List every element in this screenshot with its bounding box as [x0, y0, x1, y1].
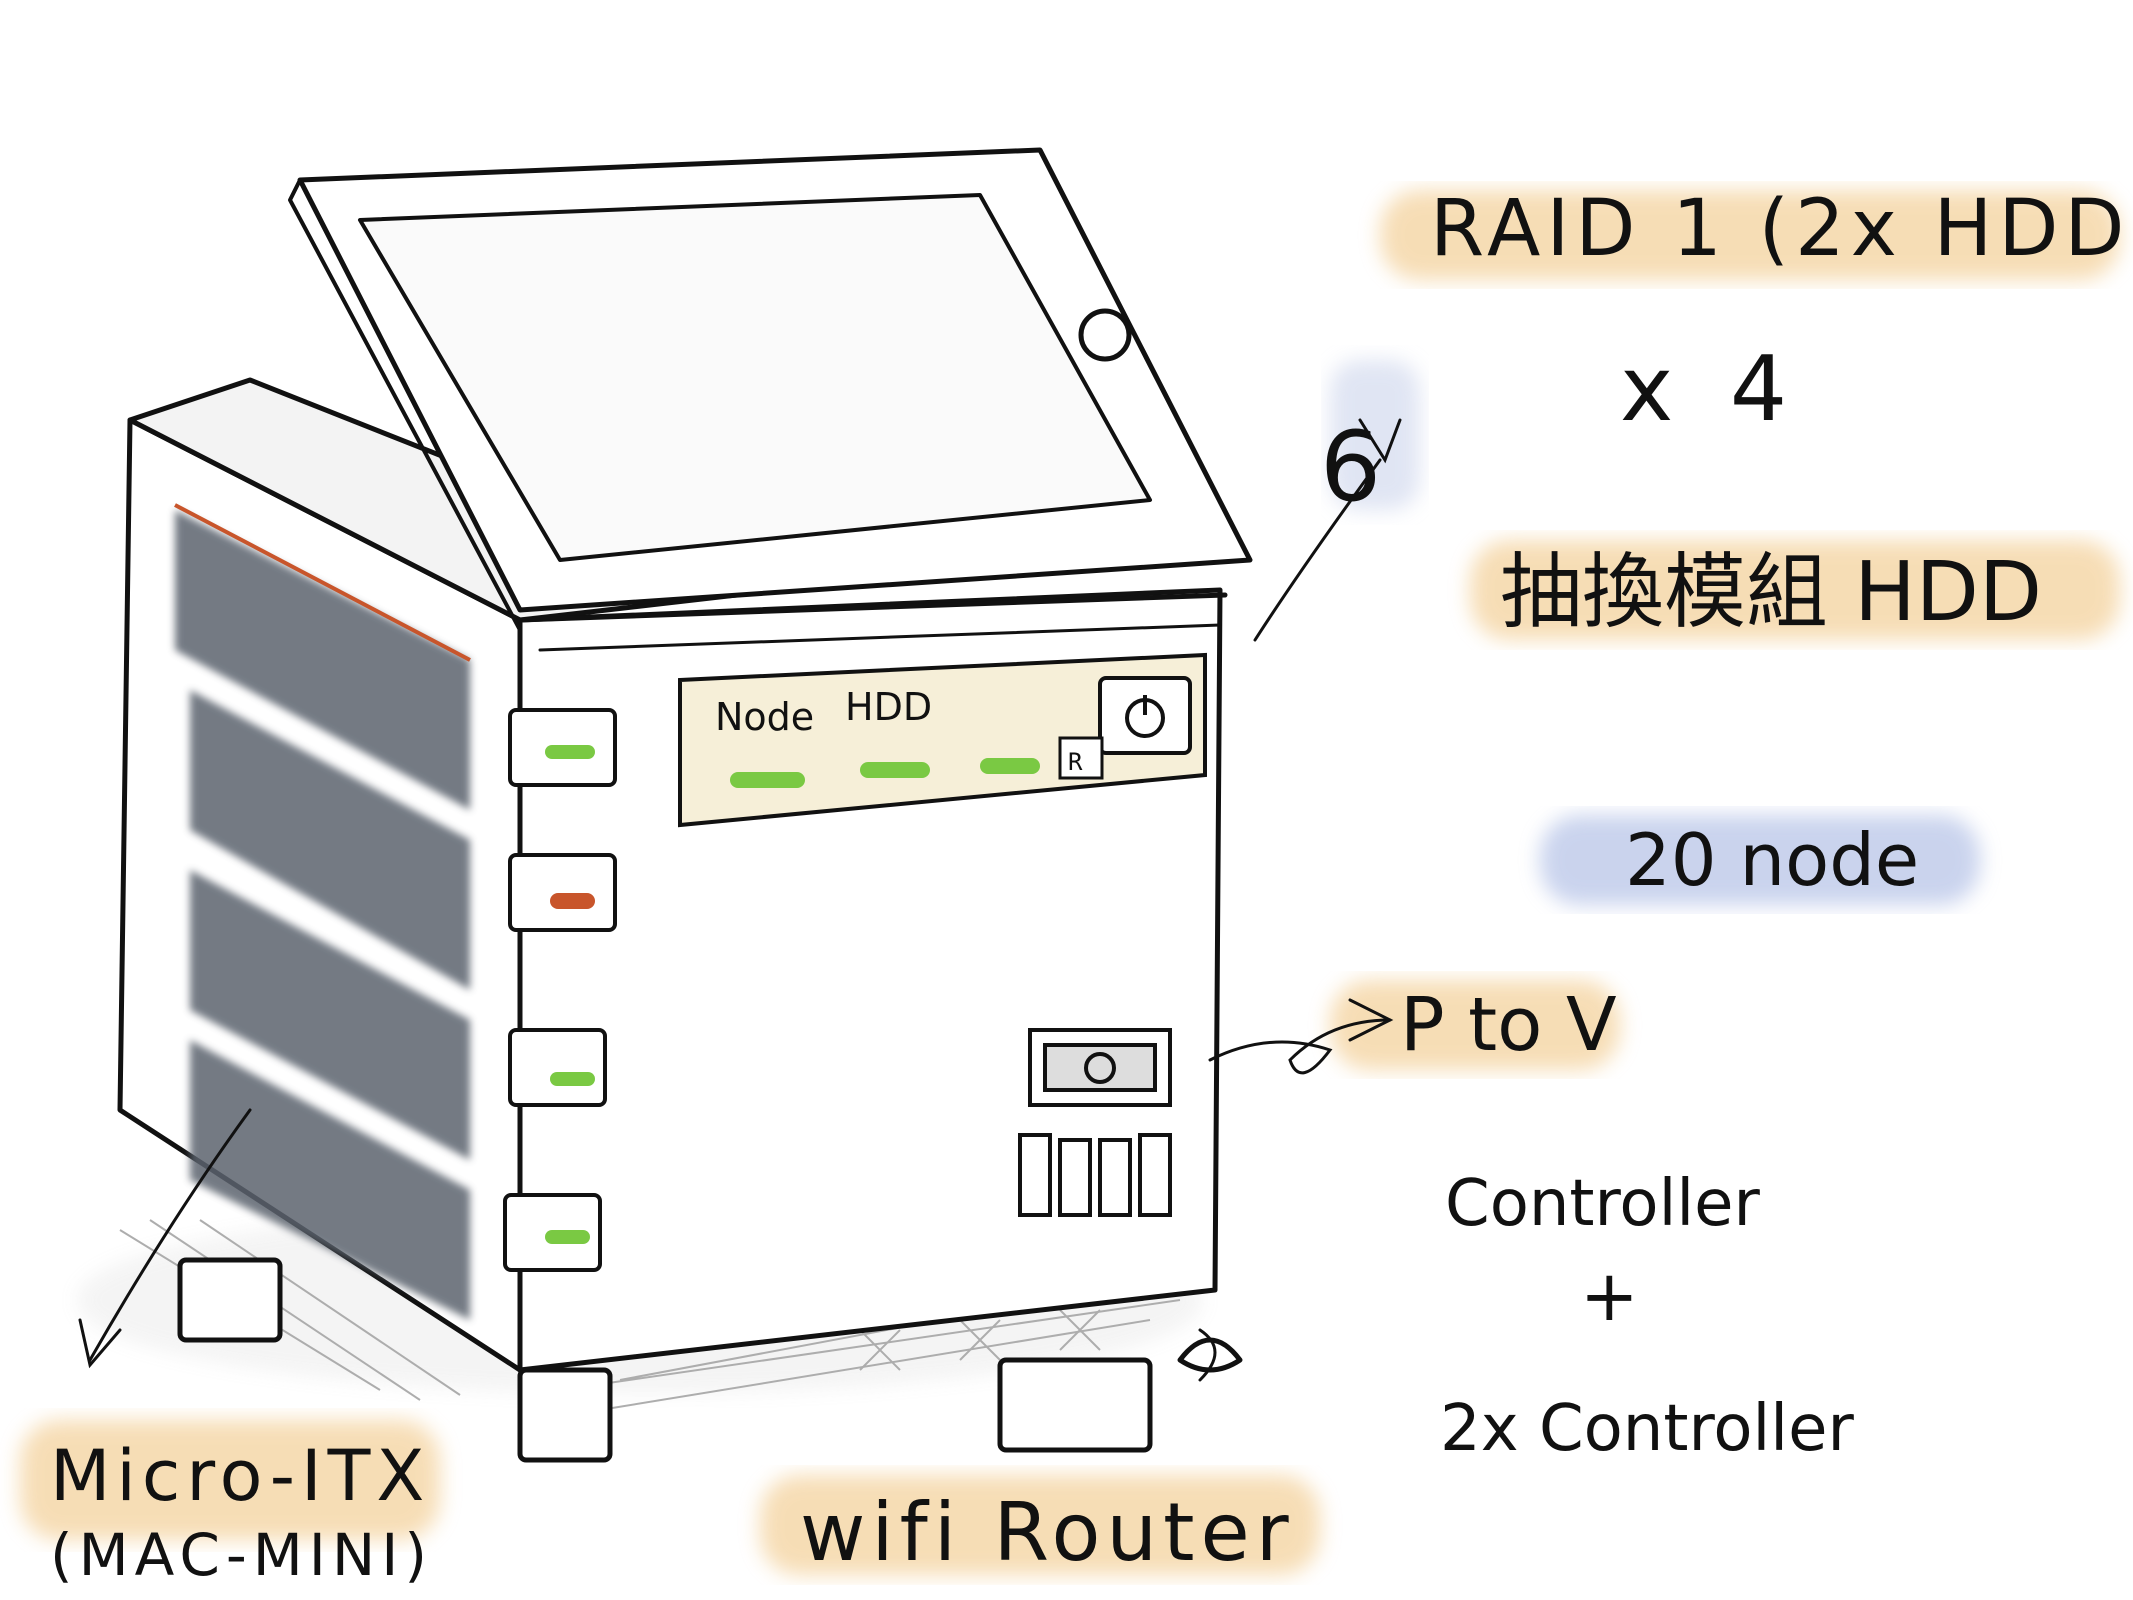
reset-button[interactable]	[1058, 736, 1104, 780]
arrow-tablet	[1253, 458, 1382, 642]
node-led-icon	[730, 772, 805, 788]
label-highlights	[20, 190, 2120, 1575]
p2v-highlight	[1330, 980, 1620, 1070]
arrow-p2v	[1208, 1018, 1392, 1075]
panel-node-label: Node	[715, 695, 814, 739]
micro-highlight	[20, 1420, 440, 1540]
hdd-led-icon	[860, 762, 930, 778]
nodes-highlight	[1540, 815, 1980, 905]
arrow-number-label: 6	[1320, 411, 1381, 523]
power-button[interactable]	[1098, 676, 1192, 755]
bay-led-icon	[545, 1230, 590, 1244]
front-ports	[1018, 1028, 1172, 1217]
wifi-highlight	[760, 1475, 1320, 1575]
drive-bay	[174, 503, 471, 810]
tablet-home-button	[1078, 308, 1132, 362]
arrow-micro	[88, 1108, 252, 1362]
bay-led-icon	[545, 745, 595, 759]
tablet-display	[288, 147, 1253, 631]
raid-label: RAID 1 (2x HDD)	[1430, 184, 2133, 274]
dual-controller-label: 2x Controller	[1440, 1392, 1854, 1466]
disk-icon	[1084, 1052, 1116, 1084]
module-hdd-label: 抽換模組 HDD	[1500, 545, 2042, 640]
times-four-label: x 4	[1620, 337, 1801, 442]
vent-grille	[1018, 1133, 1172, 1217]
reset-icon: R	[1068, 748, 1083, 776]
nodes-label: 20 node	[1625, 818, 1919, 902]
arrow-highlight	[1330, 360, 1420, 510]
bay-led-icon	[550, 1072, 595, 1086]
micro-itx-label: Micro-ITX	[50, 1435, 430, 1517]
drive-bay	[190, 870, 470, 1160]
bay-handle	[508, 853, 617, 932]
status-panel: R Node HDD	[678, 652, 1207, 828]
plus-label: +	[1580, 1255, 1639, 1337]
p2v-label: P to V	[1400, 982, 1617, 1068]
bay-handle	[508, 1028, 607, 1107]
panel-hdd-label: HDD	[845, 685, 932, 729]
raid-highlight	[1380, 190, 2120, 280]
mac-mini-label: (MAC-MINI)	[50, 1521, 433, 1589]
controller-label: Controller	[1445, 1167, 1761, 1241]
drive-bay	[190, 690, 470, 990]
module-highlight	[1470, 540, 2120, 640]
annotation-arrows	[78, 418, 1402, 1382]
arrow-wifi	[1198, 1328, 1217, 1382]
status-led-icon	[980, 758, 1040, 774]
wifi-router-label: wifi Router	[800, 1486, 1295, 1579]
drive-bay	[190, 1040, 470, 1320]
drive-bays	[174, 503, 617, 1320]
power-icon	[1125, 695, 1165, 738]
bay-led-icon	[550, 893, 595, 909]
annotation-labels: RAID 1 (2x HDD) x 4 抽換模組 HDD 20 node P t…	[50, 184, 2133, 1589]
